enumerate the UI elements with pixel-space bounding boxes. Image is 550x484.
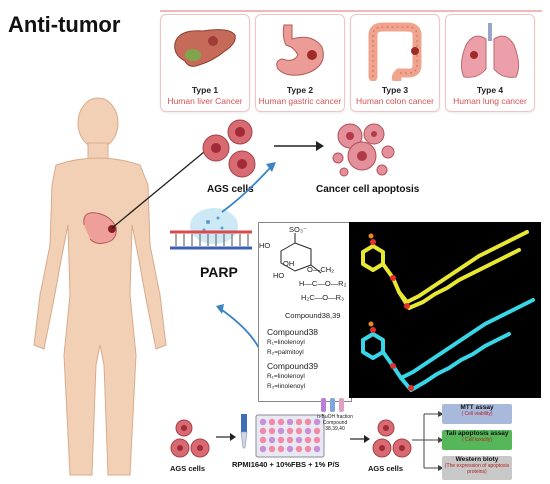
ags-cells-label: AGS cells [207, 184, 254, 195]
plate-well [259, 418, 267, 426]
plate-well [313, 418, 321, 426]
ags-cells-small-icon [372, 419, 412, 458]
plate-well [295, 418, 303, 426]
plate-well [295, 445, 303, 453]
compound-38-title: Compound38 [267, 327, 319, 337]
plate-well [277, 418, 285, 426]
type-name: Human gastric cancer [258, 96, 342, 106]
human-body-illustration [33, 97, 167, 476]
plate-well [259, 445, 267, 453]
type-number: Type 1 [191, 85, 219, 95]
plate-well [259, 436, 267, 444]
parp-dna-icon [170, 208, 252, 250]
assay-sub: ( Cell viability) [461, 411, 493, 417]
apoptotic-cells-icon [332, 123, 395, 177]
plate-well [277, 436, 285, 444]
fraction-line-2: Compound 38,39,40 [322, 420, 348, 432]
arrow-right-icon [274, 141, 324, 151]
plate-well [259, 427, 267, 435]
hydroxyl-label: HO [273, 271, 285, 280]
assay-sub: (The expression of apoptosis proteins) [444, 463, 510, 475]
arrow-right-icon [350, 435, 370, 443]
parp-label: PARP [200, 264, 238, 280]
liver-icon [174, 29, 236, 67]
assay-tali: Tali apoptosis assay ( Cell toxicity) [442, 430, 512, 450]
plate-well [286, 445, 294, 453]
plate-well [304, 445, 312, 453]
fraction-label: n-BuOH fraction Compound 38,39,40 [314, 414, 356, 432]
compound-39-r1: R₁=linolenoyl [267, 373, 305, 380]
compound-39-title: Compound39 [267, 361, 319, 371]
plate-well [277, 445, 285, 453]
assay-western: Western bloty (The expression of apoptos… [442, 456, 512, 480]
lungs-icon [460, 23, 520, 78]
sugar-ring-structure [280, 233, 322, 274]
plate-well [286, 418, 294, 426]
assay-name: Tali apoptosis assay [445, 430, 509, 437]
type-number: Type 3 [381, 85, 409, 95]
stomach-icon [276, 24, 324, 76]
plate-well [295, 436, 303, 444]
hydroxyl-label: OH [283, 259, 295, 268]
plate-well [277, 427, 285, 435]
chemical-structure-panel: SO₃⁻ HO OH HO O—CH₂ H—C—O—R₂ H₂C—O—R₃ Co… [258, 222, 352, 402]
pipette-icon [240, 414, 248, 449]
assay-name: MTT assay [460, 404, 494, 411]
plate-well [313, 436, 321, 444]
type-name: Human liver Cancer [167, 96, 243, 106]
branch-connector [412, 411, 444, 471]
compound-pair-label: Compound38,39 [285, 311, 341, 320]
plate-well [268, 418, 276, 426]
fraction-line-1: n-BuOH fraction [317, 414, 353, 420]
plate-well [295, 427, 303, 435]
ags-cells-icon [202, 119, 256, 178]
type-name: Human lung cancer [453, 96, 527, 106]
ags-cells-bottom-left: AGS cells [170, 464, 206, 473]
type-card-colon: Type 3 Human colon cancer [350, 14, 440, 112]
hydroxyl-label: HO [259, 241, 271, 250]
apoptosis-label: Cancer cell apoptosis [316, 184, 420, 195]
header-divider [160, 10, 542, 12]
ags-cells-small-icon [170, 419, 210, 458]
plate-well [268, 436, 276, 444]
plate-well [304, 436, 312, 444]
compound-38-r1: R₁=linolenoyl [267, 339, 305, 346]
sulfonate-group: SO₃⁻ [289, 225, 307, 234]
molecule-3d-icon [361, 230, 535, 392]
plate-well [268, 445, 276, 453]
colon-icon [368, 22, 422, 81]
glycerol-line: H—C—O—R₂ [299, 279, 347, 288]
plate-well [304, 418, 312, 426]
type-card-liver: Type 1 Human liver Cancer [160, 14, 250, 112]
test-tubes-icon [321, 398, 344, 412]
plate-well [313, 427, 321, 435]
type-number: Type 4 [476, 85, 504, 95]
type-card-gastric: Type 2 Human gastric cancer [255, 14, 345, 112]
glycerol-line: H₂C—O—R₃ [301, 293, 345, 302]
plate-well [313, 445, 321, 453]
arrow-right-icon [216, 433, 236, 441]
culture-medium-label: RPMI1640 + 10%FBS + 1% P/S [232, 460, 340, 469]
type-card-lung: Type 4 Human lung cancer [445, 14, 535, 112]
assay-name: Western bloty [455, 456, 499, 463]
compound-38-r2: R₂=palmitoyl [267, 349, 304, 356]
assay-sub: ( Cell toxicity) [461, 437, 492, 443]
type-number: Type 2 [286, 85, 314, 95]
type-name: Human colon cancer [356, 96, 434, 106]
plate-well [286, 427, 294, 435]
plate-well [286, 436, 294, 444]
well-plate-icon [255, 414, 325, 458]
plate-well [268, 427, 276, 435]
molecular-model-panel [349, 222, 541, 398]
assay-mtt: MTT assay ( Cell viability) [442, 404, 512, 424]
plate-well [304, 427, 312, 435]
pointer-line [111, 151, 205, 229]
compound-39-r2: R₂=linolenoyl [267, 383, 306, 390]
ags-cells-bottom-right: AGS cells [368, 464, 404, 473]
page-title: Anti-tumor [8, 12, 121, 37]
ether-linkage: O—CH₂ [307, 265, 335, 274]
